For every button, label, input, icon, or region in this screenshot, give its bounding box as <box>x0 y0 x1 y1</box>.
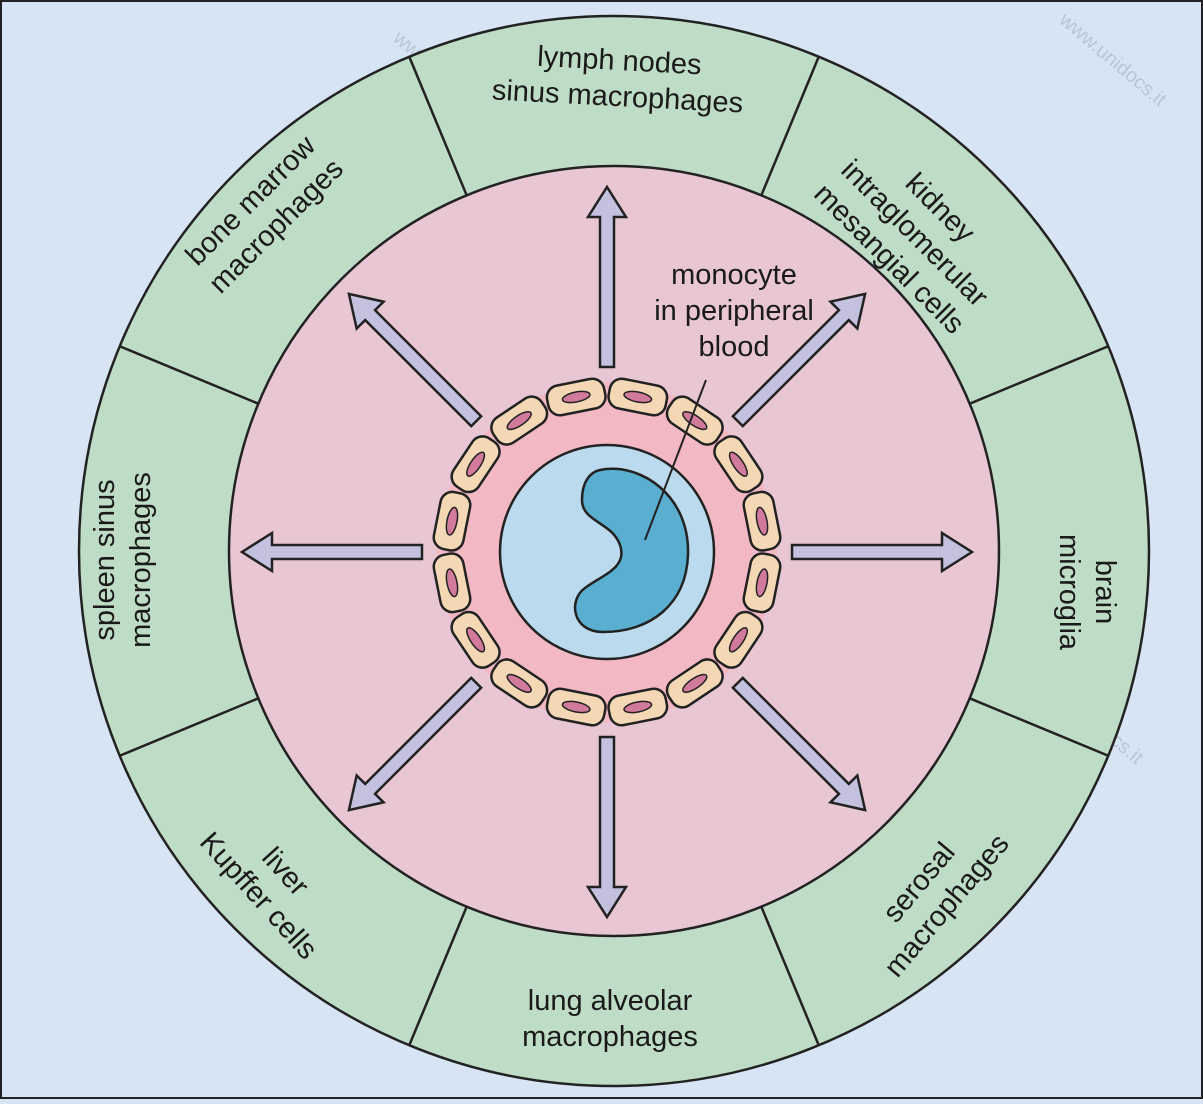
endothelial-cell <box>713 610 764 669</box>
endothelial-cell <box>742 552 782 614</box>
migration-arrow <box>239 530 424 574</box>
segment-divider <box>760 906 820 1046</box>
monocyte-nucleus <box>573 467 690 634</box>
endothelial-cell <box>742 490 782 552</box>
migration-arrow <box>585 735 629 920</box>
migration-arrow <box>585 184 629 369</box>
monocyte-label-line: in peripheral <box>654 295 814 327</box>
segment-label-line: macrophages <box>125 472 157 648</box>
segment-divider <box>969 697 1109 757</box>
monocyte-label-line: blood <box>699 331 770 363</box>
monocyte-label-line: monocyte <box>671 259 797 291</box>
migration-arrow <box>731 676 867 812</box>
endothelial-cell <box>490 658 549 709</box>
segment-divider <box>408 906 468 1046</box>
endothelial-cell <box>450 435 501 494</box>
segment-dividers <box>119 56 1109 1046</box>
endothelial-cell <box>432 552 472 614</box>
segment-lung-label: lung alveolar macrophages <box>522 985 698 1053</box>
endothelial-cell <box>665 658 724 709</box>
segment-divider <box>119 345 259 405</box>
migration-arrows <box>239 184 975 920</box>
endothelial-cell <box>607 687 669 727</box>
segment-brain-label: brain microglia <box>1053 534 1121 651</box>
segment-divider <box>760 56 820 196</box>
segment-divider <box>969 345 1109 405</box>
segment-label-line: brain <box>1089 560 1121 625</box>
endothelial-cell <box>545 687 607 727</box>
endothelial-cell <box>450 610 501 669</box>
segment-label-line: lung alveolar <box>528 985 693 1017</box>
endothelial-cell <box>607 377 669 417</box>
segment-label-line: spleen sinus <box>89 479 121 640</box>
monocyte-pointer-line <box>644 379 707 541</box>
endothelial-cell <box>545 377 607 417</box>
endothelial-cell <box>432 490 472 552</box>
migration-arrow <box>347 676 483 812</box>
segment-divider <box>119 697 259 757</box>
migration-arrow <box>790 530 975 574</box>
endothelial-cell <box>490 395 549 446</box>
segment-label-line: microglia <box>1053 534 1085 651</box>
segment-divider <box>408 56 468 196</box>
endothelial-cells <box>432 377 782 727</box>
segment-spleen-label: spleen sinus macrophages <box>89 472 157 648</box>
migration-arrow <box>347 292 483 428</box>
migration-arrow <box>731 292 867 428</box>
segment-label-line: macrophages <box>522 1021 698 1053</box>
endothelial-cell <box>713 435 764 494</box>
monocyte-label: monocyte in peripheral blood <box>654 259 814 363</box>
